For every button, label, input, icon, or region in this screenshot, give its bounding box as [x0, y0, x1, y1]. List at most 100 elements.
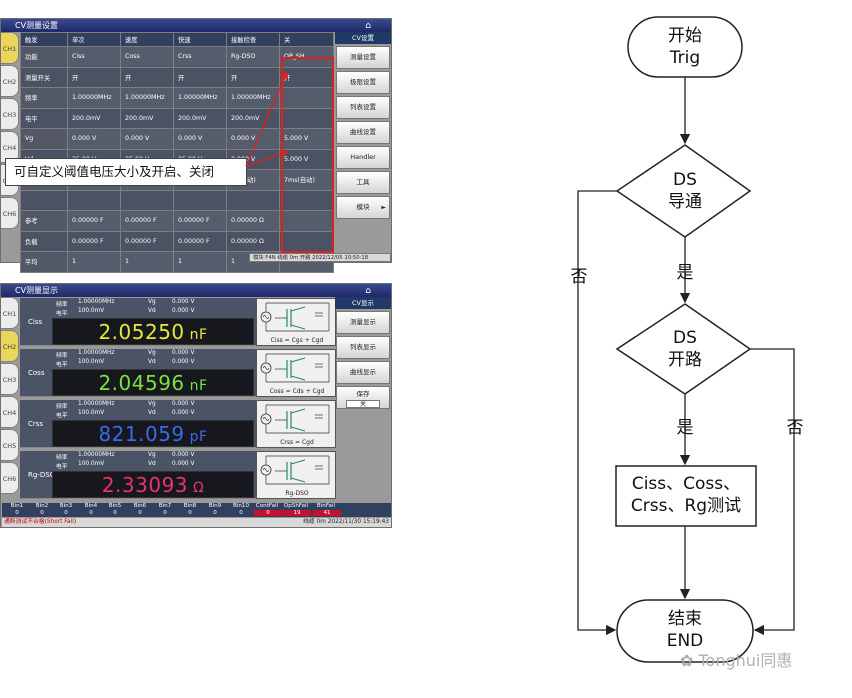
table-cell[interactable]: 5.000 V [279, 128, 334, 150]
channel-tab-ch6[interactable]: CH6 [1, 462, 19, 494]
table-cell[interactable]: 0.00000 F [120, 210, 174, 232]
table-cell[interactable]: 1.00000MHz [120, 87, 174, 109]
bin-count: 0 [239, 510, 243, 516]
table-cell[interactable]: 200.0mV [67, 107, 121, 129]
side-button-3[interactable]: 曲线设置 [336, 121, 390, 144]
side-button-1[interactable]: 极限设置 [336, 71, 390, 94]
table-cell[interactable] [226, 189, 280, 211]
param-text: 0.000 V [172, 350, 195, 356]
side-button-3[interactable]: 保存关 [336, 386, 390, 409]
no-label-2: 否 [786, 418, 804, 438]
table-cell[interactable] [279, 230, 334, 252]
bin-count: 0 [213, 510, 217, 516]
param-text: 100.0mV [78, 359, 105, 365]
value-unit: nF [184, 327, 208, 343]
bin-label: Bin4 [84, 503, 98, 509]
bin-label: Bin1 [10, 503, 24, 509]
bin-count: 0 [254, 510, 282, 516]
mosfet-circuit-icon [260, 302, 330, 332]
channel-tab-ch2[interactable]: CH2 [1, 65, 19, 97]
table-cell[interactable]: 200.0mV [226, 107, 280, 129]
bin-count: 0 [113, 510, 117, 516]
table-cell[interactable]: 0.000 V [226, 128, 280, 150]
status-right: 线缆 0m 2022/11/30 15:19:43 [303, 519, 389, 525]
table-cell[interactable]: 1.00000MHz [67, 87, 121, 109]
home-icon[interactable]: ⌂ [365, 21, 371, 31]
table-cell[interactable] [120, 189, 174, 211]
side-button-0[interactable]: 测量显示 [336, 311, 390, 334]
param-text: 0.000 V [172, 461, 195, 467]
side-button-2[interactable]: 列表设置 [336, 96, 390, 119]
table-cell[interactable]: 0.00000 F [120, 230, 174, 252]
panel2-side-menu: CV显示 测量显示列表显示曲线显示保存关 [335, 297, 391, 411]
header-cell[interactable]: 速度 [120, 32, 174, 47]
table-cell[interactable]: 5.000 V [279, 148, 334, 170]
table-cell[interactable]: 0.000 V [67, 128, 121, 150]
bin-label: Bin5 [108, 503, 122, 509]
channel-tab-ch2[interactable]: CH2 [1, 330, 19, 362]
table-cell[interactable]: Ciss [67, 46, 121, 68]
circuit-diagram: Coss = Cds + Cgd [256, 349, 336, 397]
side-button-0[interactable]: 测量设置 [336, 46, 390, 69]
mosfet-circuit-icon [260, 404, 330, 434]
circuit-formula: Rg-DSO [285, 490, 309, 497]
param-text: 1.00000MHz [78, 350, 115, 356]
header-cell[interactable]: 快速 [173, 32, 227, 47]
value-unit: pF [184, 429, 208, 445]
param-text: 0.000 V [172, 299, 195, 305]
table-cell[interactable]: 1 [67, 251, 121, 273]
side-button-1[interactable]: 列表显示 [336, 336, 390, 359]
channel-tab-ch1[interactable]: CH1 [1, 297, 19, 329]
header-cell[interactable]: 单次 [67, 32, 121, 47]
table-cell[interactable]: Coss [120, 46, 174, 68]
measured-value: 2.05250 nF [53, 321, 253, 347]
table-cell[interactable]: 200.0mV [120, 107, 174, 129]
bin-label: Bin9 [208, 503, 222, 509]
table-cell[interactable]: 1.00000MHz [173, 87, 227, 109]
table-cell[interactable]: 开 [173, 66, 227, 88]
channel-tab-ch3[interactable]: CH3 [1, 363, 19, 395]
save-state[interactable]: 关 [346, 400, 380, 408]
side-button-2[interactable]: 曲线显示 [336, 361, 390, 384]
value-number: 821.059 [98, 422, 185, 446]
bin-label: Bin7 [158, 503, 172, 509]
end-terminal [616, 599, 754, 663]
table-cell[interactable]: 1 [173, 251, 227, 273]
param-text: Vg [148, 350, 156, 356]
table-cell[interactable] [279, 189, 334, 211]
channel-tab-ch3[interactable]: CH3 [1, 98, 19, 130]
table-cell[interactable]: OP_SH [279, 46, 334, 68]
process-box [615, 465, 757, 527]
side-button-4[interactable]: Handler [336, 146, 390, 169]
channel-tab-ch5[interactable]: CH5 [1, 429, 19, 461]
bin-label: BinFail [316, 503, 336, 509]
flowchart [577, 16, 795, 663]
side-button-5[interactable]: 工具 [336, 171, 390, 194]
bin-label: Bin6 [133, 503, 147, 509]
channel-tab-ch6[interactable]: CH6 [1, 197, 19, 229]
header-cell[interactable]: 关 [279, 32, 334, 47]
table-cell[interactable]: 开 [226, 66, 280, 88]
bin-count: 41 [313, 510, 341, 516]
param-text: 频率 [56, 455, 68, 461]
home-icon[interactable]: ⌂ [365, 286, 371, 296]
table-cell[interactable]: 1 [120, 251, 174, 273]
yes-label-2: 是 [676, 418, 694, 438]
channel-tab-ch4[interactable]: CH4 [1, 396, 19, 428]
table-cell[interactable]: 0.00000 F [67, 230, 121, 252]
table-cell[interactable]: 开 [120, 66, 174, 88]
callout-arrows [245, 70, 289, 167]
measured-value: 821.059 pF [53, 423, 253, 449]
right-arrow-icon: ► [381, 204, 386, 211]
table-cell[interactable] [173, 189, 227, 211]
mosfet-circuit-icon [260, 455, 330, 485]
value-display: 2.33093 Ω [52, 471, 254, 498]
table-cell[interactable]: 0.000 V [173, 128, 227, 150]
table-cell[interactable] [279, 107, 334, 129]
channel-tab-ch1[interactable]: CH1 [1, 32, 19, 64]
table-cell[interactable]: 0.00000 F [67, 210, 121, 232]
side-button-6[interactable]: 模块► [336, 196, 390, 219]
param-text: Vg [148, 401, 156, 407]
